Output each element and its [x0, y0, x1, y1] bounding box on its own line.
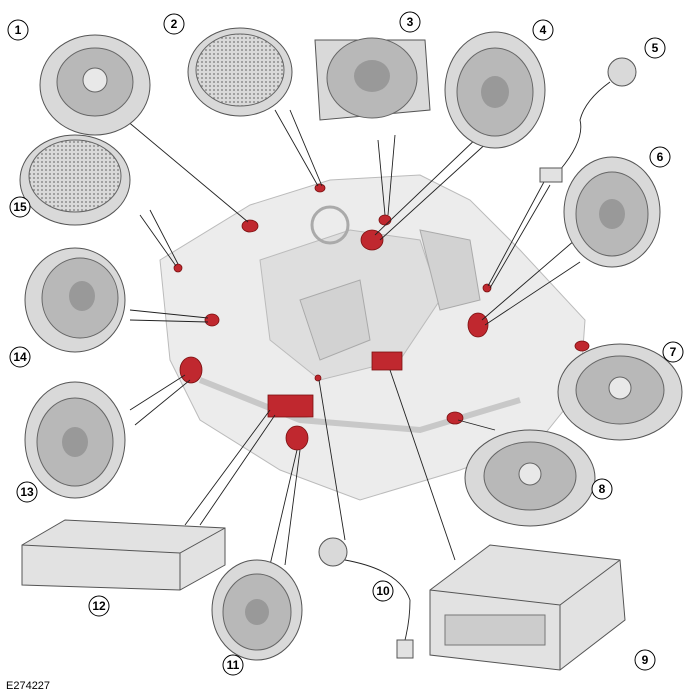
callout-5: 5 [644, 37, 666, 59]
loc-4 [360, 229, 384, 251]
callout-3: 3 [399, 11, 421, 33]
callout-12: 12 [88, 595, 110, 617]
speaker-8 [464, 429, 596, 527]
loc-13 [179, 356, 203, 384]
vehicle-cutaway [159, 174, 586, 501]
loc-11 [285, 425, 309, 451]
loc-8 [446, 411, 464, 425]
svg-text:9: 9 [642, 653, 649, 667]
callout-9: 9 [634, 649, 656, 671]
speaker-7 [557, 343, 683, 441]
callout-10: 10 [372, 580, 394, 602]
figure-id: E274227 [6, 680, 51, 692]
callout-14: 14 [9, 346, 31, 368]
svg-text:7: 7 [670, 345, 677, 359]
loc-12 [267, 394, 314, 418]
loc-14 [204, 313, 220, 327]
callout-4: 4 [532, 19, 554, 41]
loc-9 [371, 351, 403, 371]
leader-lines [119, 109, 581, 566]
loc-7 [574, 340, 590, 352]
speaker-14 [24, 247, 126, 353]
loc-10 [314, 374, 322, 382]
svg-text:11: 11 [227, 658, 240, 672]
callout-15: 15 [9, 196, 31, 218]
speaker-grille-2 [187, 27, 293, 117]
callout-13: 13 [16, 481, 38, 503]
loc-2 [314, 183, 326, 193]
svg-text:10: 10 [376, 584, 390, 598]
control-module-12 [21, 519, 226, 591]
speaker-4 [444, 31, 546, 149]
loc-5 [482, 283, 492, 293]
svg-text:2: 2 [171, 17, 178, 31]
loc-1 [241, 219, 259, 233]
speaker-13 [24, 381, 126, 499]
svg-text:3: 3 [407, 15, 414, 29]
amplifier-9 [429, 544, 626, 671]
svg-text:4: 4 [540, 23, 547, 37]
svg-text:15: 15 [13, 200, 27, 214]
speaker-3 [314, 37, 431, 121]
callout-8: 8 [591, 478, 613, 500]
svg-text:12: 12 [92, 599, 106, 613]
svg-text:1: 1 [15, 23, 22, 37]
callout-1: 1 [7, 19, 29, 41]
speaker-grille-15 [19, 134, 131, 226]
loc-3 [378, 214, 392, 226]
callouts: 1 2 3 4 5 6 7 8 9 10 11 12 13 14 15 [7, 11, 684, 676]
speaker-1 [39, 34, 151, 136]
svg-text:13: 13 [20, 485, 34, 499]
callout-11: 11 [222, 654, 244, 676]
svg-text:8: 8 [599, 482, 606, 496]
callout-6: 6 [649, 146, 671, 168]
speaker-6 [563, 156, 661, 268]
callout-2: 2 [163, 13, 185, 35]
svg-text:14: 14 [13, 350, 27, 364]
tweeter-10 [318, 537, 414, 659]
svg-text:6: 6 [657, 150, 664, 164]
tweeter-5 [539, 57, 637, 183]
speaker-11 [211, 559, 303, 661]
svg-text:5: 5 [652, 41, 659, 55]
callout-7: 7 [662, 341, 684, 363]
